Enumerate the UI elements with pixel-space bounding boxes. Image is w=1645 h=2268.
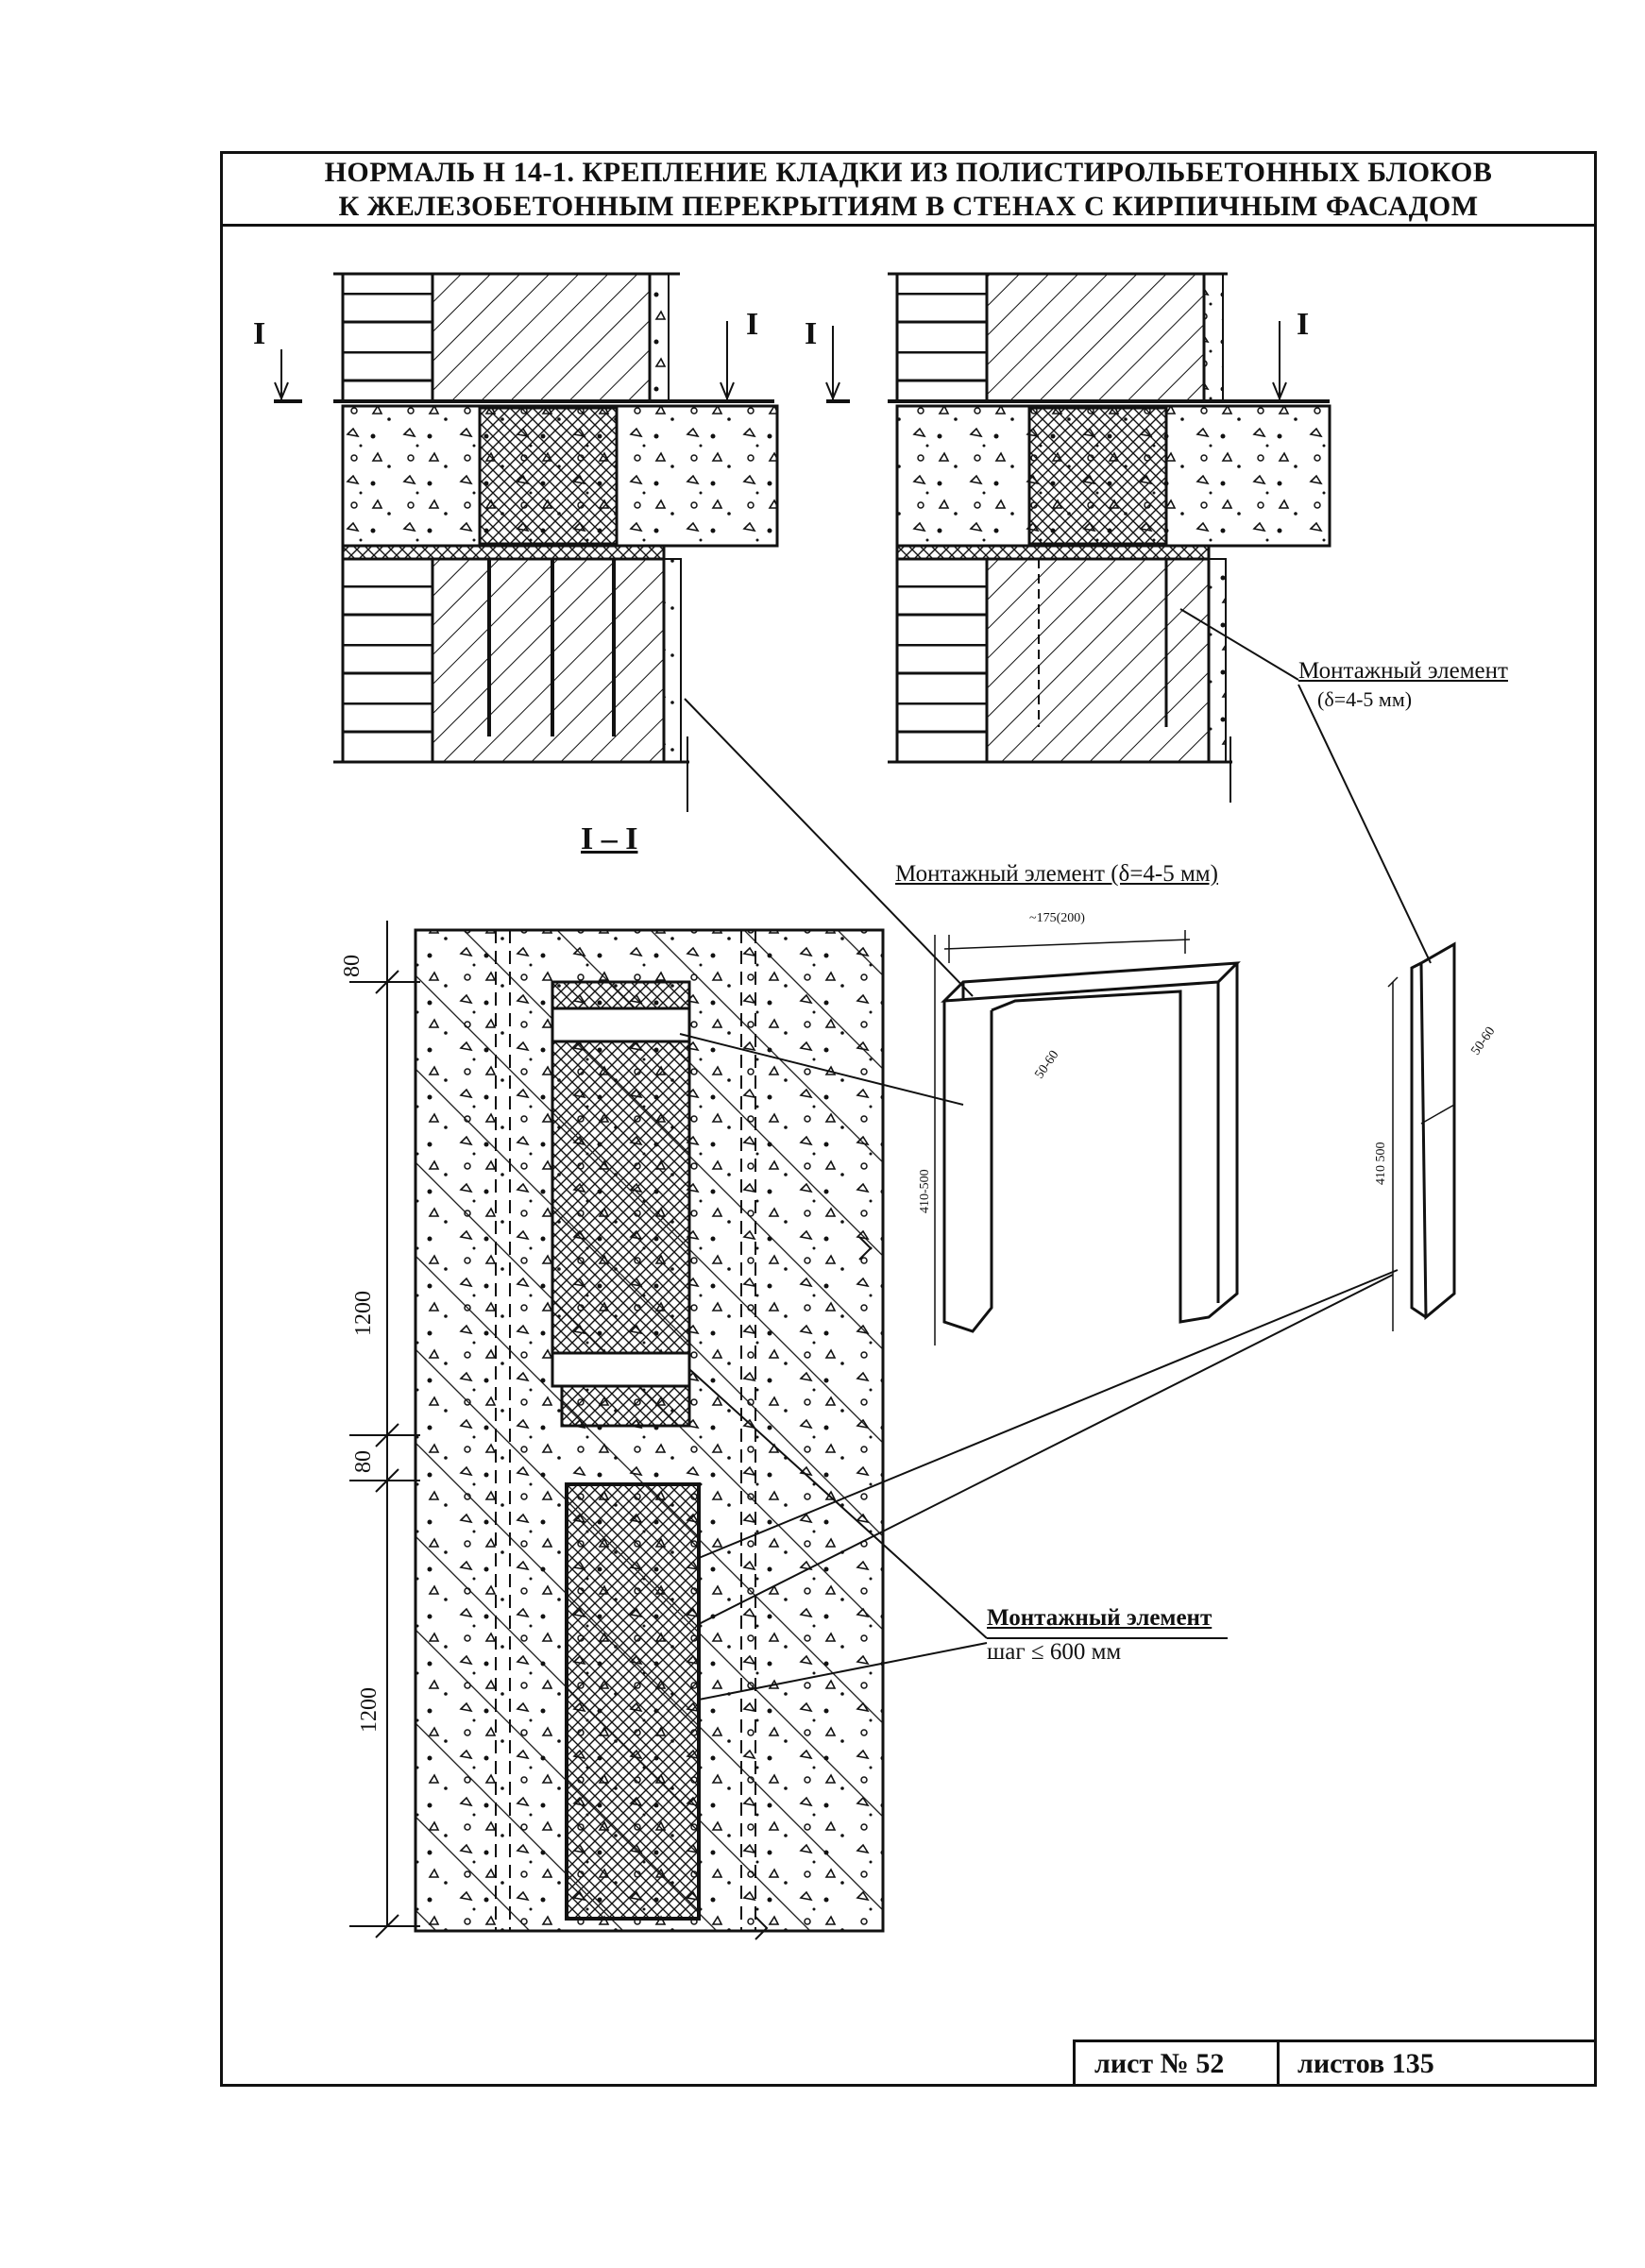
insulation-insert-left xyxy=(478,406,619,546)
node-right xyxy=(825,272,1331,803)
sheet-total: листов 135 xyxy=(1297,2048,1434,2079)
section-mark-right-b: I xyxy=(1297,307,1310,342)
leader-lines xyxy=(679,608,1432,1701)
dim-plate-height: 410 500 xyxy=(1374,1142,1388,1186)
dim-u-height: 410-500 xyxy=(918,1169,932,1213)
sheet-stamp: лист № 52 листов 135 xyxy=(1073,2040,1597,2087)
dim-u-width: ~175(200) xyxy=(1029,911,1085,925)
brick-facing-bottom-right xyxy=(895,557,989,764)
insulation-insert-right xyxy=(1027,406,1168,546)
brick-facing-bottom-left xyxy=(341,557,434,764)
insert-top-gap xyxy=(551,1007,691,1043)
node-left xyxy=(274,272,779,812)
section-mark-right-a: I xyxy=(805,316,818,351)
dim-80-top: 80 xyxy=(340,955,365,977)
sheet-number: лист № 52 xyxy=(1094,2048,1225,2079)
label-mount-bottom: Монтажный элемент xyxy=(987,1605,1213,1631)
insert-lower xyxy=(565,1482,701,1921)
flat-plate xyxy=(1387,941,1456,1331)
title-line-1: НОРМАЛЬ Н 14-1. КРЕПЛЕНИЕ КЛАДКИ ИЗ ПОЛИ… xyxy=(324,157,1493,188)
insert-top-cap xyxy=(551,980,691,1010)
section-mark-left-a: I xyxy=(253,316,266,351)
dim-80-mid: 80 xyxy=(351,1450,376,1473)
block-top-right xyxy=(985,272,1206,403)
mortar-bed-left xyxy=(341,544,666,561)
block-top-left xyxy=(431,272,652,403)
insert-mid-cap xyxy=(560,1384,691,1428)
dim-1200-bottom: 1200 xyxy=(357,1687,382,1733)
title-line-2: К ЖЕЛЕЗОБЕТОННЫМ ПЕРЕКРЫТИЯМ В СТЕНАХ С … xyxy=(338,191,1479,222)
section-mark-left-b: I xyxy=(746,307,759,342)
block-bottom-left xyxy=(431,557,666,764)
label-mount-center: Монтажный элемент (δ=4-5 мм) xyxy=(895,861,1218,887)
label-mount-step: шаг ≤ 600 мм xyxy=(987,1639,1122,1665)
section-title: I – I xyxy=(581,821,638,856)
section-elevation xyxy=(349,921,885,1940)
insert-upper xyxy=(551,1040,691,1355)
brick-facing-top-left xyxy=(341,272,434,403)
mortar-bed-right xyxy=(895,544,1211,561)
label-mount-right-delta: (δ=4-5 мм) xyxy=(1317,687,1413,711)
label-mount-right: Монтажный элемент xyxy=(1298,658,1508,684)
drawing-frame xyxy=(220,151,1597,2087)
block-bottom-right xyxy=(985,557,1211,764)
brick-facing-top-right xyxy=(895,272,989,403)
insulation-strip-top-left xyxy=(649,273,670,402)
insert-mid-gap xyxy=(551,1351,691,1388)
dim-1200-top: 1200 xyxy=(351,1291,376,1336)
u-bracket xyxy=(934,930,1241,1346)
title-block: НОРМАЛЬ Н 14-1. КРЕПЛЕНИЕ КЛАДКИ ИЗ ПОЛИ… xyxy=(220,151,1597,227)
sheet-divider xyxy=(1277,2042,1280,2087)
